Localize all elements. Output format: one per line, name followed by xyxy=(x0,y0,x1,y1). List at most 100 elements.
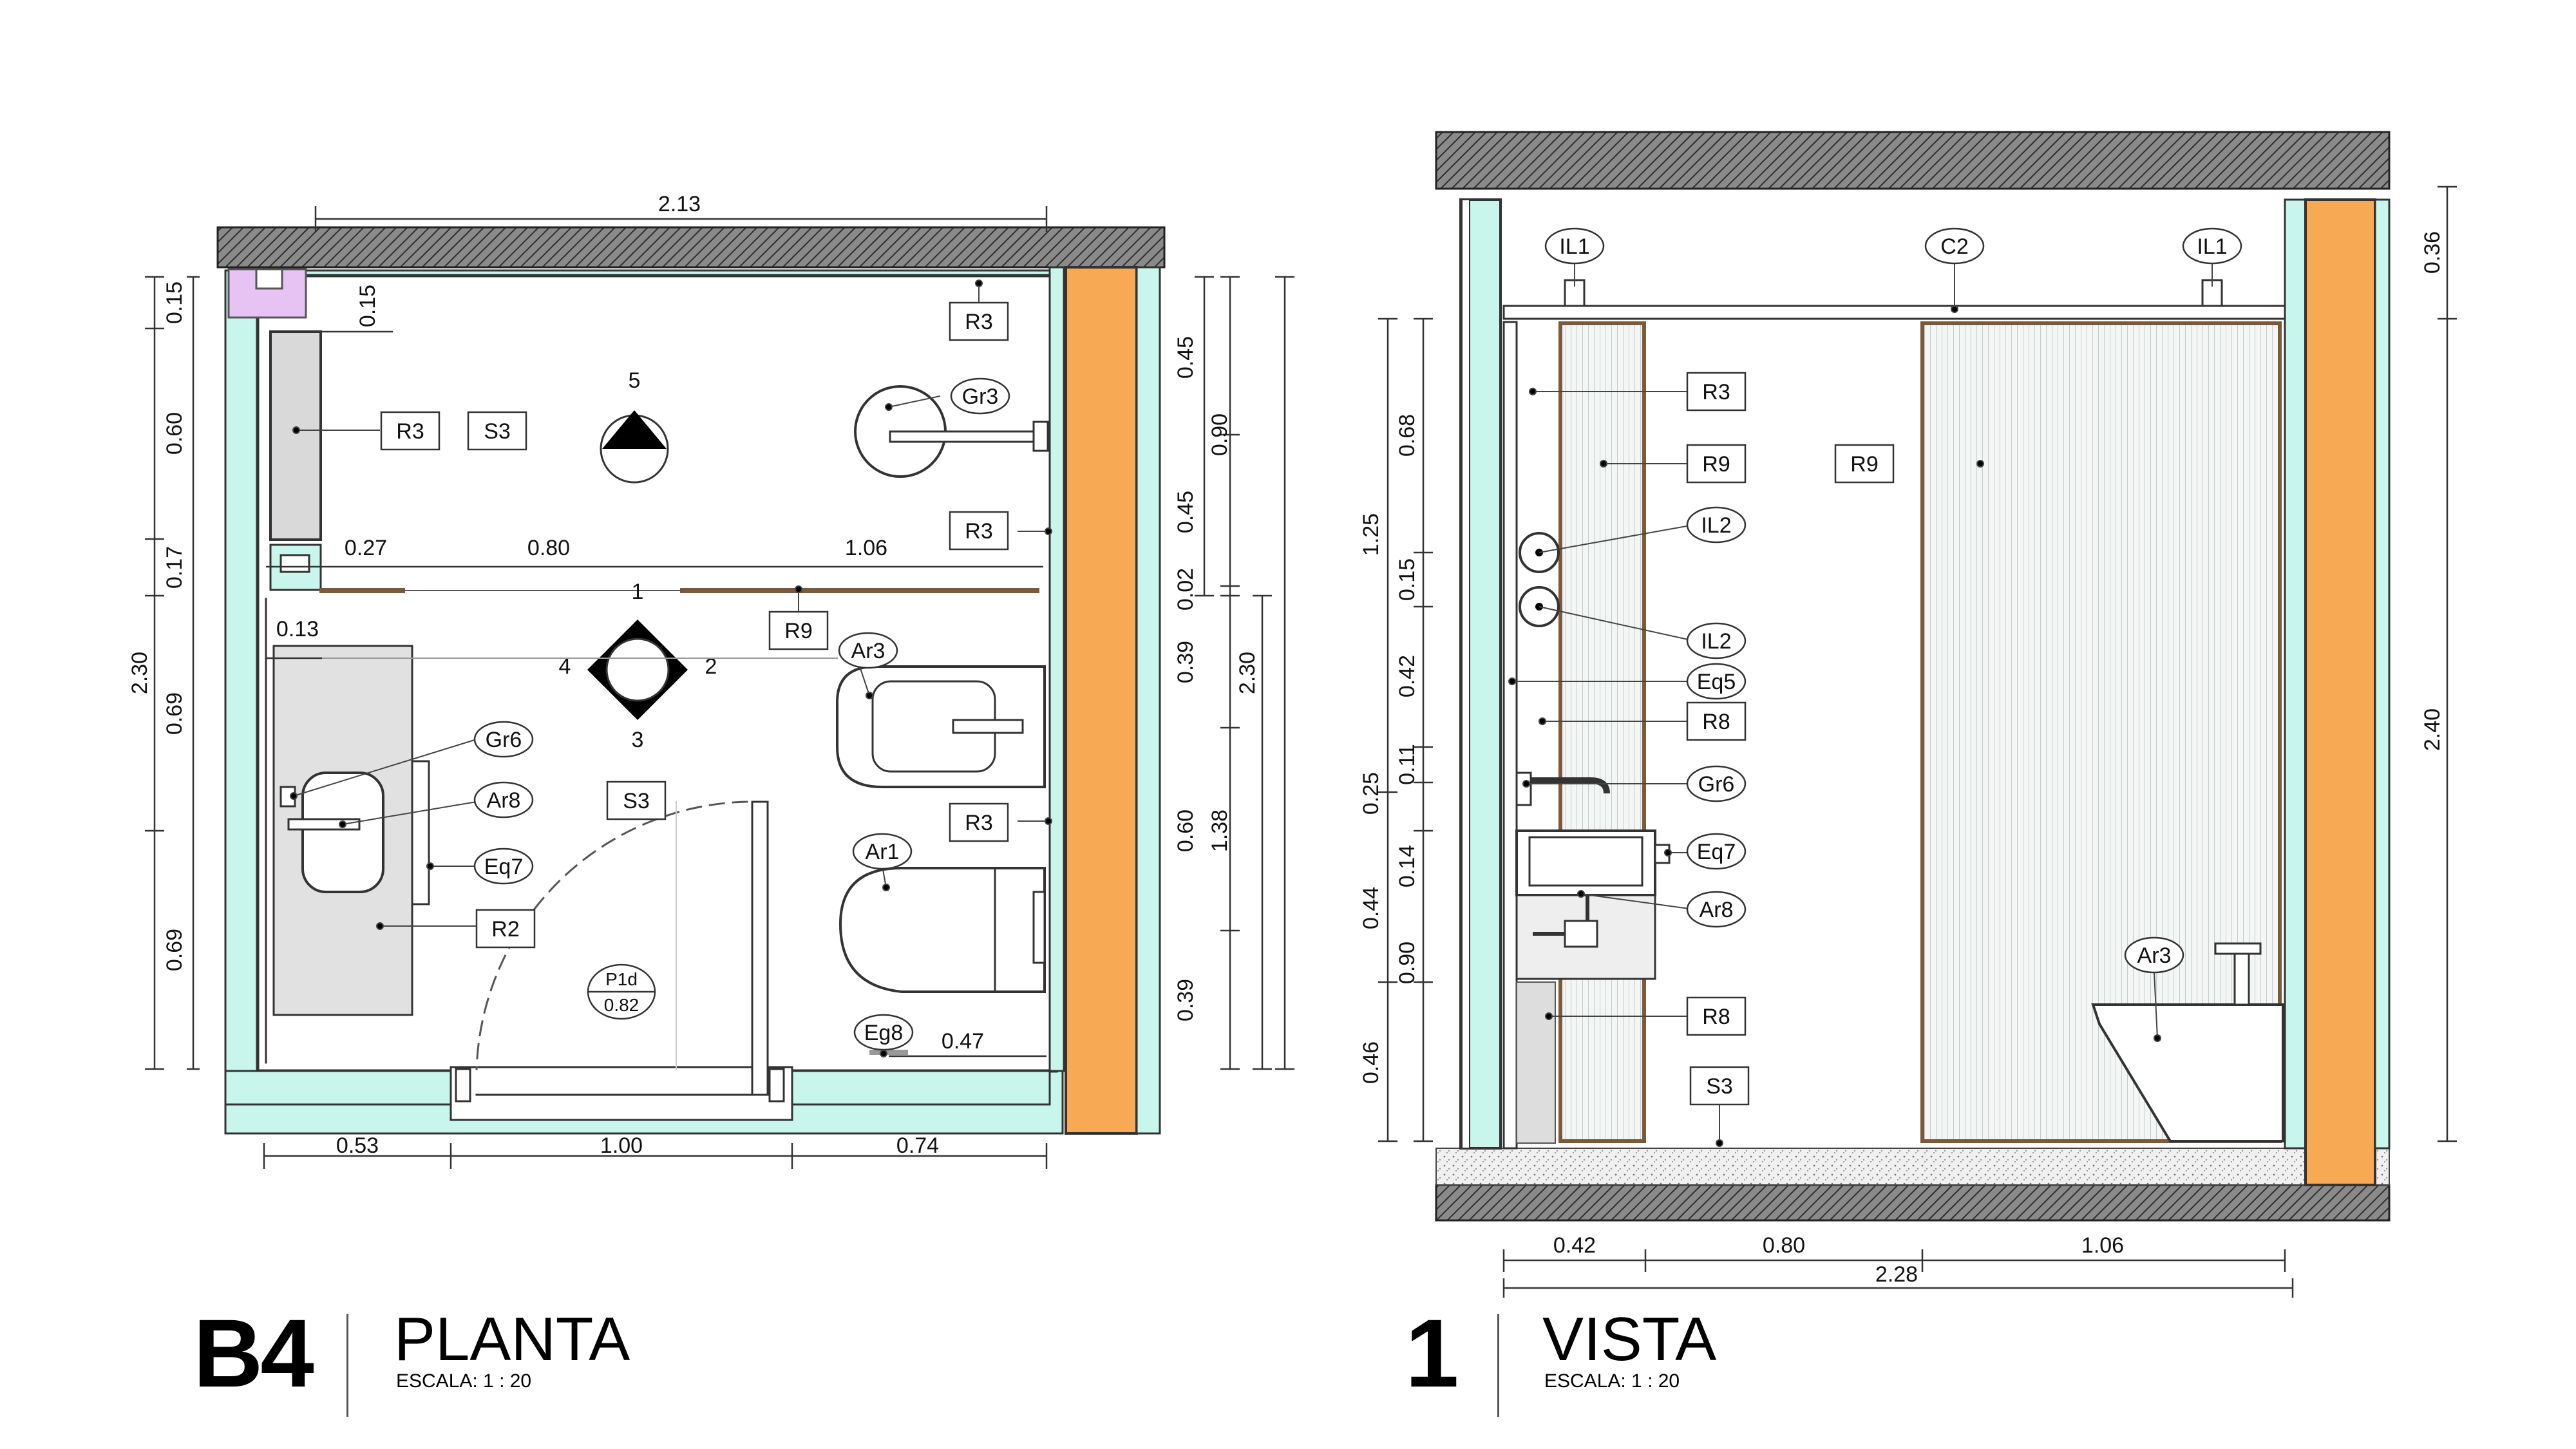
plan-drawing: 5 1 4 2 3 xyxy=(216,226,1166,1135)
dim-right-total: 2.30 xyxy=(1235,652,1260,694)
tag-eg8: Eg8 xyxy=(864,1021,904,1045)
tag-gr3: Gr3 xyxy=(962,384,999,409)
elevation-scale: ESCALA: 1 : 20 xyxy=(1544,1370,1680,1392)
dim-left-060: 0.60 xyxy=(162,412,187,455)
tag-r3-left: R3 xyxy=(396,419,424,444)
elev-orange-column xyxy=(2304,198,2376,1186)
dim-bottom-100: 1.00 xyxy=(600,1133,643,1158)
elev-tag-ar8: Ar8 xyxy=(1700,898,1734,922)
elev-ceiling-slab xyxy=(1435,131,2391,190)
plan-scale: ESCALA: 1 : 20 xyxy=(396,1370,532,1392)
plan-title: PLANTA xyxy=(394,1305,630,1374)
elev-leaders xyxy=(1508,264,2213,1147)
dim-elev-125: 1.25 xyxy=(1359,513,1383,556)
view-marker-5: 5 xyxy=(629,368,641,393)
elev-floor-screed xyxy=(1435,1148,2390,1186)
dim-elev-046: 0.46 xyxy=(1359,1041,1383,1084)
elev-bidet xyxy=(2091,1003,2284,1142)
door-code: P1d xyxy=(605,969,638,989)
elev-tag-gr6: Gr6 xyxy=(1698,772,1735,797)
tag-il2-top: IL2 xyxy=(1701,513,1731,538)
elevation-title-divider xyxy=(1497,1314,1499,1417)
dim-elev-014: 0.14 xyxy=(1395,845,1419,887)
elev-tag-r8-top: R8 xyxy=(1702,710,1730,734)
tag-r9: R9 xyxy=(784,619,812,643)
plan-door-opening xyxy=(450,1066,793,1121)
elev-dimension-lines xyxy=(1378,185,2457,1298)
tag-r2: R2 xyxy=(491,917,519,942)
tag-s3-upper: S3 xyxy=(484,419,511,444)
plan-closet-panel xyxy=(269,330,322,541)
tag-gr6: Gr6 xyxy=(486,728,522,752)
elevation-sheet-code: 1 xyxy=(1405,1299,1459,1407)
tag-eq7: Eq7 xyxy=(484,855,524,879)
dim-left-017: 0.17 xyxy=(162,546,187,589)
dim-elev-bottom-080: 0.80 xyxy=(1763,1233,1805,1258)
dim-elev-068: 0.68 xyxy=(1395,414,1419,457)
view-marker-2: 2 xyxy=(705,654,717,679)
tag-ar3: Ar3 xyxy=(851,639,886,663)
plan-shower-screen xyxy=(751,800,769,1096)
dim-right-045a: 0.45 xyxy=(1173,336,1198,379)
tag-s3-lower: S3 xyxy=(623,789,650,813)
tag-il1-left: IL1 xyxy=(1559,234,1589,259)
elev-tag-ar3: Ar3 xyxy=(2137,943,2172,968)
elev-fluted-panel-left xyxy=(1558,321,1646,1143)
dim-right-039a: 0.39 xyxy=(1173,641,1198,683)
tag-il1-right: IL1 xyxy=(2197,234,2227,259)
dim-elev-042: 0.42 xyxy=(1395,655,1419,697)
tag-ar1: Ar1 xyxy=(866,840,900,864)
dim-elev-036: 0.36 xyxy=(2420,231,2445,274)
dim-right-002: 0.02 xyxy=(1173,568,1198,611)
dim-inner-013: 0.13 xyxy=(276,617,319,641)
dim-elev-bottom-042: 0.42 xyxy=(1553,1233,1596,1258)
dim-elev-240: 2.40 xyxy=(2420,708,2445,751)
tag-ar8: Ar8 xyxy=(487,788,521,813)
dim-right-045b: 0.45 xyxy=(1173,491,1198,533)
plan-orange-column xyxy=(1065,266,1138,1135)
dim-elev-025: 0.25 xyxy=(1359,772,1383,815)
dim-bottom-053: 0.53 xyxy=(336,1133,379,1158)
plan-sheet-code: B4 xyxy=(193,1299,314,1407)
dim-elev-011: 0.11 xyxy=(1395,744,1419,785)
dim-elev-044: 0.44 xyxy=(1359,887,1383,929)
elev-tag-r9-right: R9 xyxy=(1850,452,1878,477)
dim-right-039b: 0.39 xyxy=(1173,979,1198,1021)
plan-dimension-lines xyxy=(145,206,1294,1169)
view-marker-3: 3 xyxy=(632,728,644,752)
elev-tag-r3: R3 xyxy=(1702,380,1730,404)
tag-c2: C2 xyxy=(1940,234,1968,259)
dim-inner-015: 0.15 xyxy=(355,285,380,327)
dim-right-090: 0.90 xyxy=(1208,413,1232,456)
plan-toilet xyxy=(838,867,1046,993)
view-marker-4: 4 xyxy=(559,654,571,679)
dim-elev-090: 0.90 xyxy=(1395,942,1419,984)
dim-left-015: 0.15 xyxy=(162,281,187,324)
elevation-title: VISTA xyxy=(1542,1305,1717,1374)
plan-tags: R3 R3 S3 Gr3 R3 R9 Ar3 Gr6 Ar8 S3 R3 Eq7… xyxy=(380,301,1010,1051)
dim-partition-080: 0.80 xyxy=(527,536,570,560)
tag-r3-lower: R3 xyxy=(965,811,992,835)
tag-il2-bottom: IL2 xyxy=(1701,629,1731,654)
dim-left-total: 2.30 xyxy=(128,652,152,694)
dim-left-069a: 0.69 xyxy=(162,692,187,735)
plan-dimension-labels: 2.13 0.15 0.60 0.17 0.69 0.69 2.30 0.15 … xyxy=(128,192,1260,1158)
dim-elev-bottom-total: 2.28 xyxy=(1875,1262,1918,1287)
elevation-drawing xyxy=(1435,131,2391,1222)
dim-bottom-074: 0.74 xyxy=(896,1133,939,1158)
elev-tag-r8-bottom: R8 xyxy=(1702,1005,1730,1029)
tag-eq5: Eq5 xyxy=(1697,670,1736,694)
elev-tags: IL1 C2 IL1 R3 R9 R9 IL2 IL2 Eq5 R8 Gr6 E… xyxy=(1544,227,2242,1106)
dim-right-060: 0.60 xyxy=(1173,810,1198,852)
tag-r3-top: R3 xyxy=(965,310,992,334)
elev-tag-eq7: Eq7 xyxy=(1697,840,1736,864)
plan-top-wall xyxy=(216,226,1166,269)
tag-r3-right: R3 xyxy=(965,519,992,544)
dim-partition-027: 0.27 xyxy=(345,536,387,560)
plan-leaders xyxy=(290,279,1052,1057)
door-width: 0.82 xyxy=(604,995,639,1015)
elev-dimension-labels: 1.25 0.44 0.46 0.68 0.15 0.42 0.11 0.25 … xyxy=(1359,231,2445,1287)
dim-wc-047: 0.47 xyxy=(942,1029,984,1054)
dim-left-069b: 0.69 xyxy=(162,929,187,971)
